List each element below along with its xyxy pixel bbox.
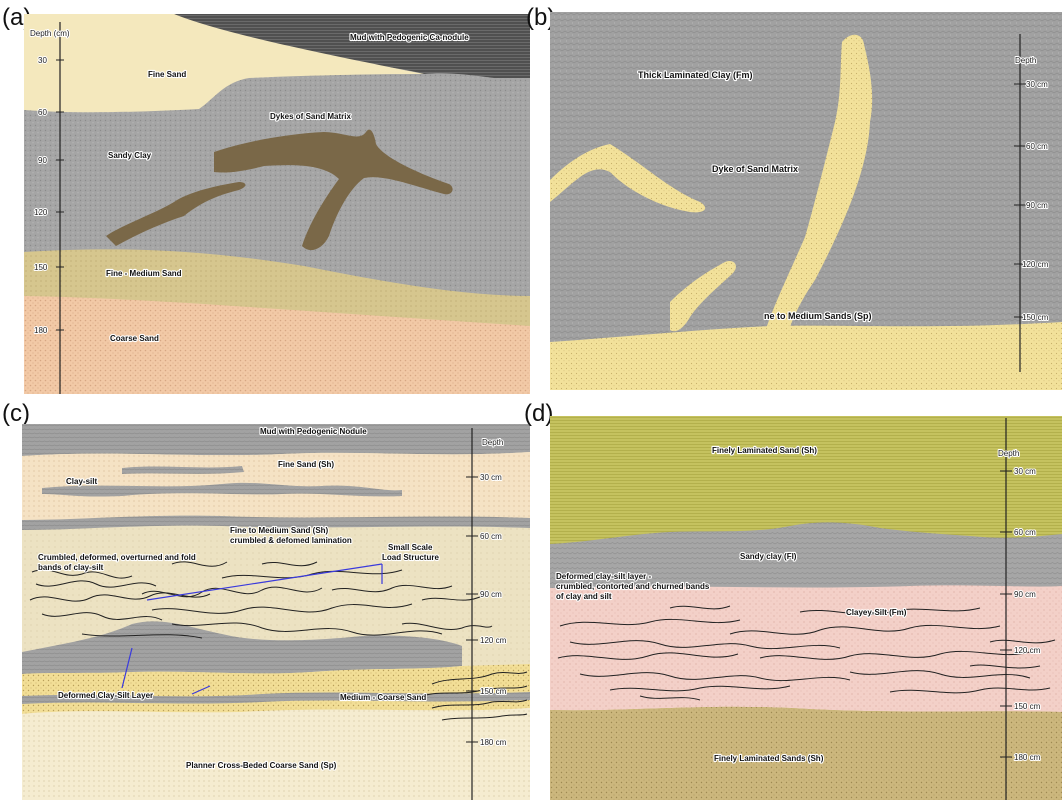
- tick-label: 150: [34, 263, 48, 272]
- panel-c-label: (c): [2, 402, 30, 426]
- tick-label: 180: [34, 326, 48, 335]
- axis-title: Depth: [1015, 56, 1036, 65]
- axis-title: Depth: [998, 449, 1019, 458]
- unit-label: Clayey-Silt (Fm): [846, 608, 907, 617]
- tick-label: 120 cm: [480, 636, 507, 645]
- axis-title: Depth (cm): [30, 29, 70, 38]
- unit-label: Small Scale: [388, 543, 433, 552]
- unit-label: Mud with Pedogenic Nodule: [260, 427, 367, 436]
- panel-c: Depth 30 cm 60 cm 90 cm 120 cm 150 cm 18…: [22, 424, 530, 800]
- unit-label: Sandy Clay: [108, 151, 152, 160]
- unit-label: Sandy clay (Fl): [740, 552, 797, 561]
- unit-label: Fine to Medium Sand (Sh): [230, 526, 329, 535]
- unit-label: Deformed Clay-Silt Layer: [58, 691, 153, 700]
- panel-b-diagram: Depth 30 cm 60 cm 90 cm 120 cm 150 cm Th…: [550, 12, 1062, 390]
- tick-label: 90: [38, 156, 47, 165]
- panel-b: Depth 30 cm 60 cm 90 cm 120 cm 150 cm Th…: [550, 12, 1062, 390]
- tick-label: 60: [38, 108, 47, 117]
- tick-label: 30 cm: [480, 473, 502, 482]
- unit-label: Thick Laminated Clay (Fm): [638, 70, 753, 80]
- unit-label: Medium - Coarse Sand: [340, 693, 426, 702]
- unit-label: Fine Sand: [148, 70, 186, 79]
- unit-label: crumbled, contorted and churned bands: [556, 582, 710, 591]
- tick-label: 180 cm: [1014, 753, 1041, 762]
- axis-title: Depth: [482, 438, 503, 447]
- unit-label: of clay and silt: [556, 592, 612, 601]
- tick-label: 60 cm: [1026, 142, 1048, 151]
- tick-label: 120 cm: [1014, 646, 1041, 655]
- panel-c-diagram: Depth 30 cm 60 cm 90 cm 120 cm 150 cm 18…: [22, 424, 530, 800]
- tick-label: 150 cm: [480, 687, 507, 696]
- unit-label: Dyke of Sand Matrix: [712, 164, 798, 174]
- unit-label: Crumbled, deformed, overturned and fold: [38, 553, 196, 562]
- unit-label: ne to Medium Sands (Sp): [764, 311, 872, 321]
- tick-label: 60 cm: [480, 532, 502, 541]
- tick-label: 90 cm: [480, 590, 502, 599]
- unit-label: Coarse Sand: [110, 334, 159, 343]
- tick-label: 30 cm: [1026, 80, 1048, 89]
- tick-label: 60 cm: [1014, 528, 1036, 537]
- unit-label: Planner Cross-Beded Coarse Sand (Sp): [186, 761, 337, 770]
- panel-a-diagram: Depth (cm) 30 60 90 120 150 180 Mud with…: [24, 14, 530, 394]
- tick-label: 150 cm: [1022, 313, 1049, 322]
- panel-d-label: (d): [524, 402, 553, 426]
- tick-label: 90 cm: [1014, 590, 1036, 599]
- unit-label: crumbled & defomed lamination: [230, 536, 352, 545]
- tick-label: 120 cm: [1022, 260, 1049, 269]
- unit-label: Mud with Pedogenic Ca-nodule: [350, 33, 469, 42]
- panel-d-diagram: Depth 30 cm 60 cm 90 cm 120 cm 150 cm 18…: [550, 416, 1062, 800]
- unit-label: Fine Sand (Sh): [278, 460, 334, 469]
- tick-label: 120: [34, 208, 48, 217]
- unit-label: Fine - Medium Sand: [106, 269, 182, 278]
- unit-label: Finely Laminated Sands (Sh): [714, 754, 824, 763]
- unit-label: bands of clay-silt: [38, 563, 104, 572]
- unit-label: Deformed clay-silt layer -: [556, 572, 651, 581]
- planner-coarse-sand: [22, 708, 530, 800]
- unit-label: Finely Laminated Sand (Sh): [712, 446, 817, 455]
- unit-label: Dykes of Sand Matrix: [270, 112, 351, 121]
- tick-label: 90 cm: [1026, 201, 1048, 210]
- tick-label: 180 cm: [480, 738, 507, 747]
- tick-label: 30 cm: [1014, 467, 1036, 476]
- unit-label: Load Structure: [382, 553, 439, 562]
- clay-silt-bands: [122, 466, 244, 474]
- panel-a: Depth (cm) 30 60 90 120 150 180 Mud with…: [24, 14, 530, 394]
- tick-label: 150 cm: [1014, 702, 1041, 711]
- clayey-silt-layer: [550, 585, 1062, 712]
- panel-d: Depth 30 cm 60 cm 90 cm 120 cm 150 cm 18…: [550, 416, 1062, 800]
- unit-label: Clay-silt: [66, 477, 97, 486]
- tick-label: 30: [38, 56, 47, 65]
